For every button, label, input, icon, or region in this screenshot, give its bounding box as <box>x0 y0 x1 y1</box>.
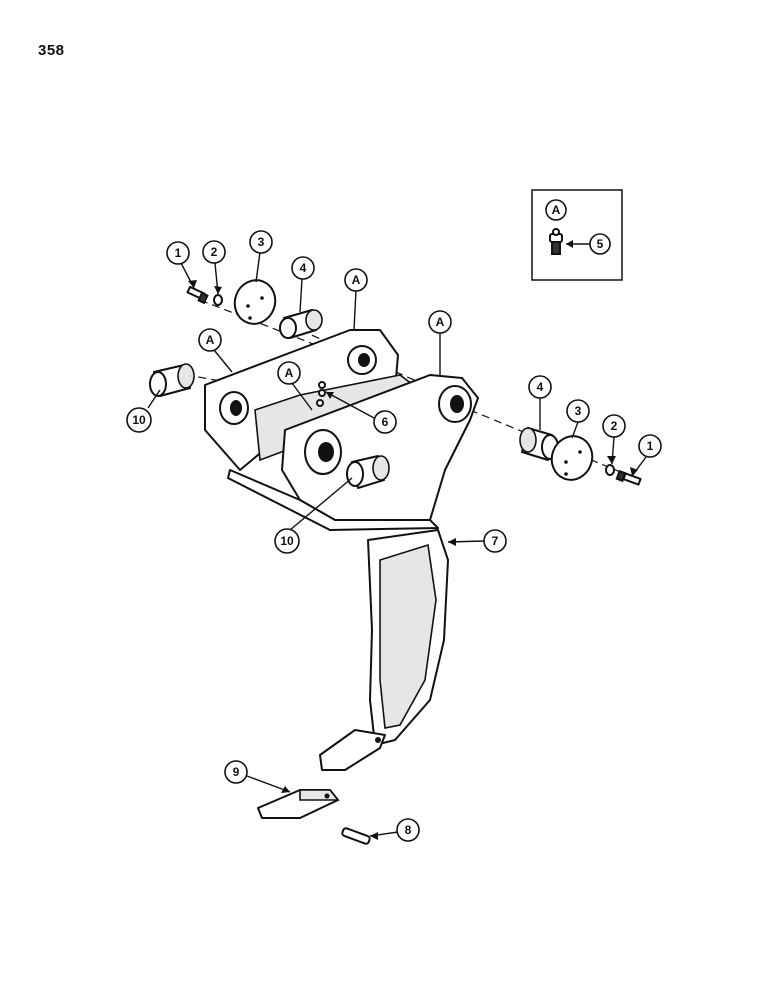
svg-text:4: 4 <box>537 380 544 394</box>
svg-text:6: 6 <box>382 415 389 429</box>
right-bolt <box>615 469 642 486</box>
svg-text:A: A <box>206 333 215 347</box>
grease-fittings-6 <box>316 381 326 407</box>
left-cap-plate <box>233 279 277 325</box>
callout-6: 6 <box>373 410 397 434</box>
callout-a-right: A <box>428 310 452 334</box>
svg-text:A: A <box>436 315 445 329</box>
callout-3-right: 3 <box>566 399 590 423</box>
tooth-pin <box>341 827 371 845</box>
bushing-10-left <box>149 363 195 397</box>
inset-box: A 5 <box>531 189 623 281</box>
grease-fitting-icon <box>549 228 563 255</box>
callout-1-right: 1 <box>638 434 662 458</box>
callout-8: 8 <box>396 818 420 842</box>
svg-text:A: A <box>352 273 361 287</box>
svg-text:10: 10 <box>132 413 146 427</box>
svg-text:3: 3 <box>258 235 265 249</box>
left-washer <box>213 294 223 306</box>
callout-4-left: 4 <box>291 256 315 280</box>
svg-text:10: 10 <box>280 534 294 548</box>
ripper-shank <box>319 529 449 771</box>
callout-a-top: A <box>344 268 368 292</box>
callout-3-left: 3 <box>249 230 273 254</box>
svg-text:8: 8 <box>405 823 412 837</box>
svg-text:1: 1 <box>647 439 654 453</box>
svg-text:3: 3 <box>575 404 582 418</box>
callout-a-left: A <box>198 328 222 352</box>
right-washer <box>605 464 615 476</box>
ripper-frame <box>204 329 479 531</box>
left-bolt <box>186 285 209 305</box>
svg-text:4: 4 <box>300 261 307 275</box>
callout-9: 9 <box>224 760 248 784</box>
callout-10-bottom: 10 <box>274 528 300 554</box>
inset-callout-5: 5 <box>597 237 604 251</box>
callout-4-right: 4 <box>528 375 552 399</box>
callout-a-mid: A <box>277 361 301 385</box>
right-cap-plate <box>550 435 594 481</box>
bushing-10-lower <box>346 455 390 489</box>
callout-2-left: 2 <box>202 240 226 264</box>
svg-text:1: 1 <box>175 246 182 260</box>
ripper-tooth <box>257 789 340 819</box>
svg-text:A: A <box>285 366 294 380</box>
svg-text:2: 2 <box>211 245 218 259</box>
svg-text:7: 7 <box>492 534 499 548</box>
callout-2-right: 2 <box>602 414 626 438</box>
inset-callout-a: A <box>552 203 561 217</box>
svg-text:2: 2 <box>611 419 618 433</box>
callout-1-left: 1 <box>166 241 190 265</box>
callout-7: 7 <box>483 529 507 553</box>
callout-10-left: 10 <box>126 407 152 433</box>
svg-text:9: 9 <box>233 765 240 779</box>
left-bushing <box>279 309 323 339</box>
page-number: 358 <box>38 42 65 59</box>
right-bushing <box>519 427 559 461</box>
